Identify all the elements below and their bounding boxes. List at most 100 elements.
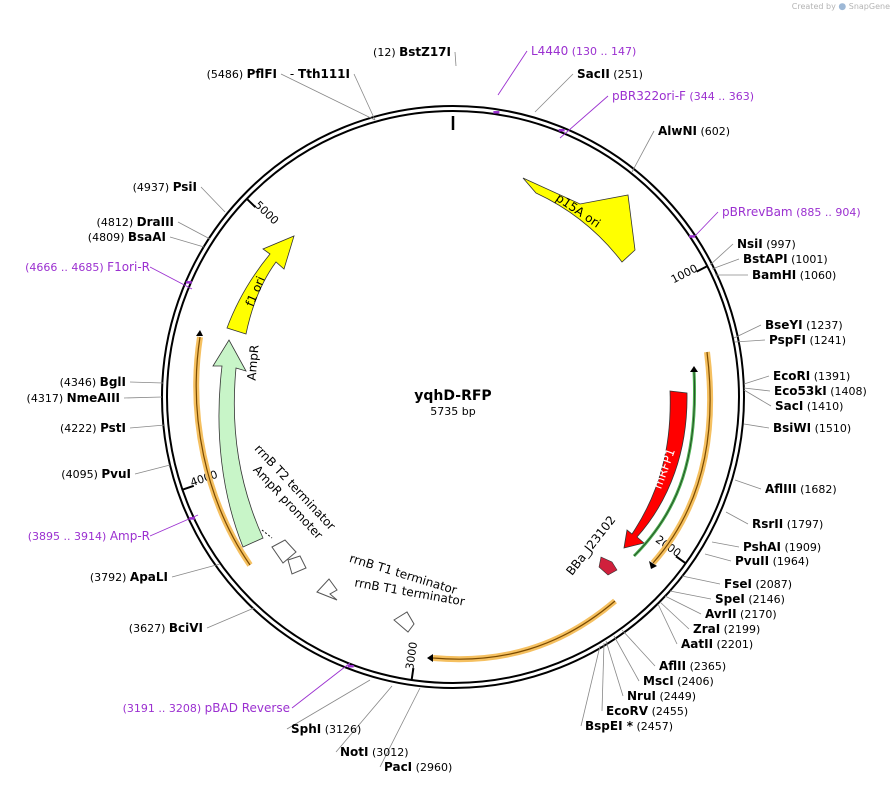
enzyme-position: (4222) [60,422,100,435]
enzyme-name: PshAI [743,540,781,554]
enzyme-site-ecori[interactable]: EcoRI (1391) [773,369,850,383]
enzyme-name: PstI [100,421,126,435]
enzyme-position: (2170) [737,608,777,621]
enzyme-site-psti[interactable]: (4222) PstI [60,421,126,435]
tick-label-3000: 3000 [403,641,420,671]
leader-pshai [711,541,740,548]
enzyme-site-zrai[interactable]: ZraI (2199) [693,622,760,636]
enzyme-site-saci[interactable]: SacI (1410) [775,399,843,413]
leader-bgli [129,381,164,384]
rrnb-t2-arrow[interactable] [271,539,297,564]
enzyme-site-pflfi[interactable]: (5486) PflFI [207,67,277,81]
primer-pbrrevbam[interactable]: pBRrevBam (885 .. 904) [722,205,861,219]
enzyme-site-tth111i[interactable]: - Tth111I [290,67,350,81]
leader-avrii [664,595,702,615]
ampr-orange-line [195,336,251,566]
enzyme-position: (3012) [369,746,409,759]
enzyme-name: Eco53kI [774,384,827,398]
enzyme-site-fsei[interactable]: FseI (2087) [724,577,792,591]
enzyme-site-noti[interactable]: NotI (3012) [340,745,409,759]
leader-nsii [709,243,734,266]
enzyme-site-bstz17i[interactable]: (12) BstZ17I [373,45,451,59]
enzyme-star: * [623,719,634,733]
rrnb-t1-arrow-1[interactable] [316,578,338,601]
primer-leader-pbr322ori-f [559,95,609,139]
backbone-inner-ring [166,110,740,684]
leader-saci [743,389,772,407]
enzyme-site-pshai[interactable]: PshAI (1909) [743,540,821,554]
enzyme-site-aatii[interactable]: AatII (2201) [681,637,753,651]
enzyme-name: NruI [627,689,656,703]
enzyme-site-apali[interactable]: (3792) ApaLI [90,570,168,584]
enzyme-site-bgli[interactable]: (4346) BglI [60,375,126,389]
enzyme-site-nsii[interactable]: NsiI (997) [737,237,796,251]
enzyme-name: BsiWI [773,421,811,435]
enzyme-position: (1510) [811,422,851,435]
primer-name: F1ori-R [107,260,150,274]
enzyme-site-pvuii[interactable]: PvuII (1964) [735,554,809,568]
enzyme-site-rsrii[interactable]: RsrII (1797) [752,517,823,531]
enzyme-site-bstapi[interactable]: BstAPI (1001) [743,252,828,266]
enzyme-site-bcivi[interactable]: (3627) BciVI [129,621,203,635]
enzyme-site-psii[interactable]: (4937) PsiI [133,180,197,194]
enzyme-site-sacii[interactable]: SacII (251) [577,67,643,81]
enzyme-site-spei[interactable]: SpeI (2146) [715,592,785,606]
enzyme-site-pspfi[interactable]: PspFI (1241) [769,333,846,347]
ampr-promoter-arrow[interactable] [287,555,307,575]
primer-range: (4666 .. 4685) [25,261,107,274]
snapgene-logo-icon: ● [838,2,847,12]
enzyme-position: (1797) [783,518,823,531]
enzyme-site-aflIII[interactable]: AflIII (1682) [765,482,837,496]
enzyme-site-bsaai[interactable]: (4809) BsaAI [88,230,166,244]
primer-leader-pbrrevbam [693,211,719,238]
enzyme-position: (4346) [60,376,100,389]
enzyme-name: BciVI [169,621,203,635]
p15a-ori-arrow[interactable] [522,177,636,263]
enzyme-site-alwni[interactable]: AlwNI (602) [658,124,730,138]
mrfp1-arrow[interactable] [623,390,688,549]
rrnb-t1-arrow-2[interactable] [393,611,415,633]
plasmid-name: yqhD-RFP [414,388,491,404]
enzyme-site-bspei[interactable]: BspEI * (2457) [585,719,673,733]
enzyme-site-paci[interactable]: PacI (2960) [384,760,452,774]
enzyme-name: DraIII [137,215,174,229]
enzyme-position: (2146) [745,593,785,606]
primer-pbr322ori-f[interactable]: pBR322ori-F (344 .. 363) [612,89,754,103]
enzyme-site-avrii[interactable]: AvrII (2170) [705,607,777,621]
primer-pbad-reverse[interactable]: (3191 .. 3208) pBAD Reverse [123,701,290,715]
enzyme-name: AvrII [705,607,737,621]
enzyme-site-eco53ki[interactable]: Eco53kI (1408) [774,384,867,398]
primer-l4440[interactable]: L4440 (130 .. 147) [531,44,636,58]
enzyme-site-msci[interactable]: MscI (2406) [643,674,714,688]
ampr-arrow[interactable] [212,339,264,548]
bottom-halo-arrowhead [427,654,433,662]
enzyme-position: (3792) [90,571,130,584]
enzyme-position: (2960) [412,761,452,774]
enzyme-site-nmeaiii[interactable]: (4317) NmeAIII [27,391,120,405]
enzyme-name: BsaAI [128,230,166,244]
enzyme-site-aflii[interactable]: AflII (2365) [659,659,726,673]
leader-psti [129,424,166,429]
enzyme-name: ApaLI [130,570,168,584]
enzyme-site-bamhi[interactable]: BamHI (1060) [752,268,836,282]
primer-amp-r[interactable]: (3895 .. 3914) Amp-R [28,529,150,543]
primer-name: L4440 [531,44,568,58]
enzyme-site-bseyi[interactable]: BseYI (1237) [765,318,843,332]
enzyme-site-draiii[interactable]: (4812) DraIII [97,215,174,229]
enzyme-position: (1410) [803,400,843,413]
enzyme-name: BglI [100,375,126,389]
enzyme-site-ecorv[interactable]: EcoRV (2455) [606,704,688,718]
enzyme-name: PflFI [247,67,277,81]
enzyme-position: (1909) [781,541,821,554]
enzyme-site-pvui[interactable]: (4095) PvuI [61,467,131,481]
f1-ori-arrow[interactable] [226,235,295,335]
primer-name: Amp-R [110,529,150,543]
enzyme-site-sphi[interactable]: SphI (3126) [291,722,361,736]
primer-f1ori-r[interactable]: (4666 .. 4685) F1ori-R [25,260,150,274]
enzyme-position: (2455) [648,705,688,718]
credit-brand: SnapGene [848,2,890,11]
enzyme-site-bsiwi[interactable]: BsiWI (1510) [773,421,851,435]
leader-spei [669,590,712,600]
bba-j23102-marker[interactable] [598,556,618,576]
enzyme-site-nrui[interactable]: NruI (2449) [627,689,696,703]
